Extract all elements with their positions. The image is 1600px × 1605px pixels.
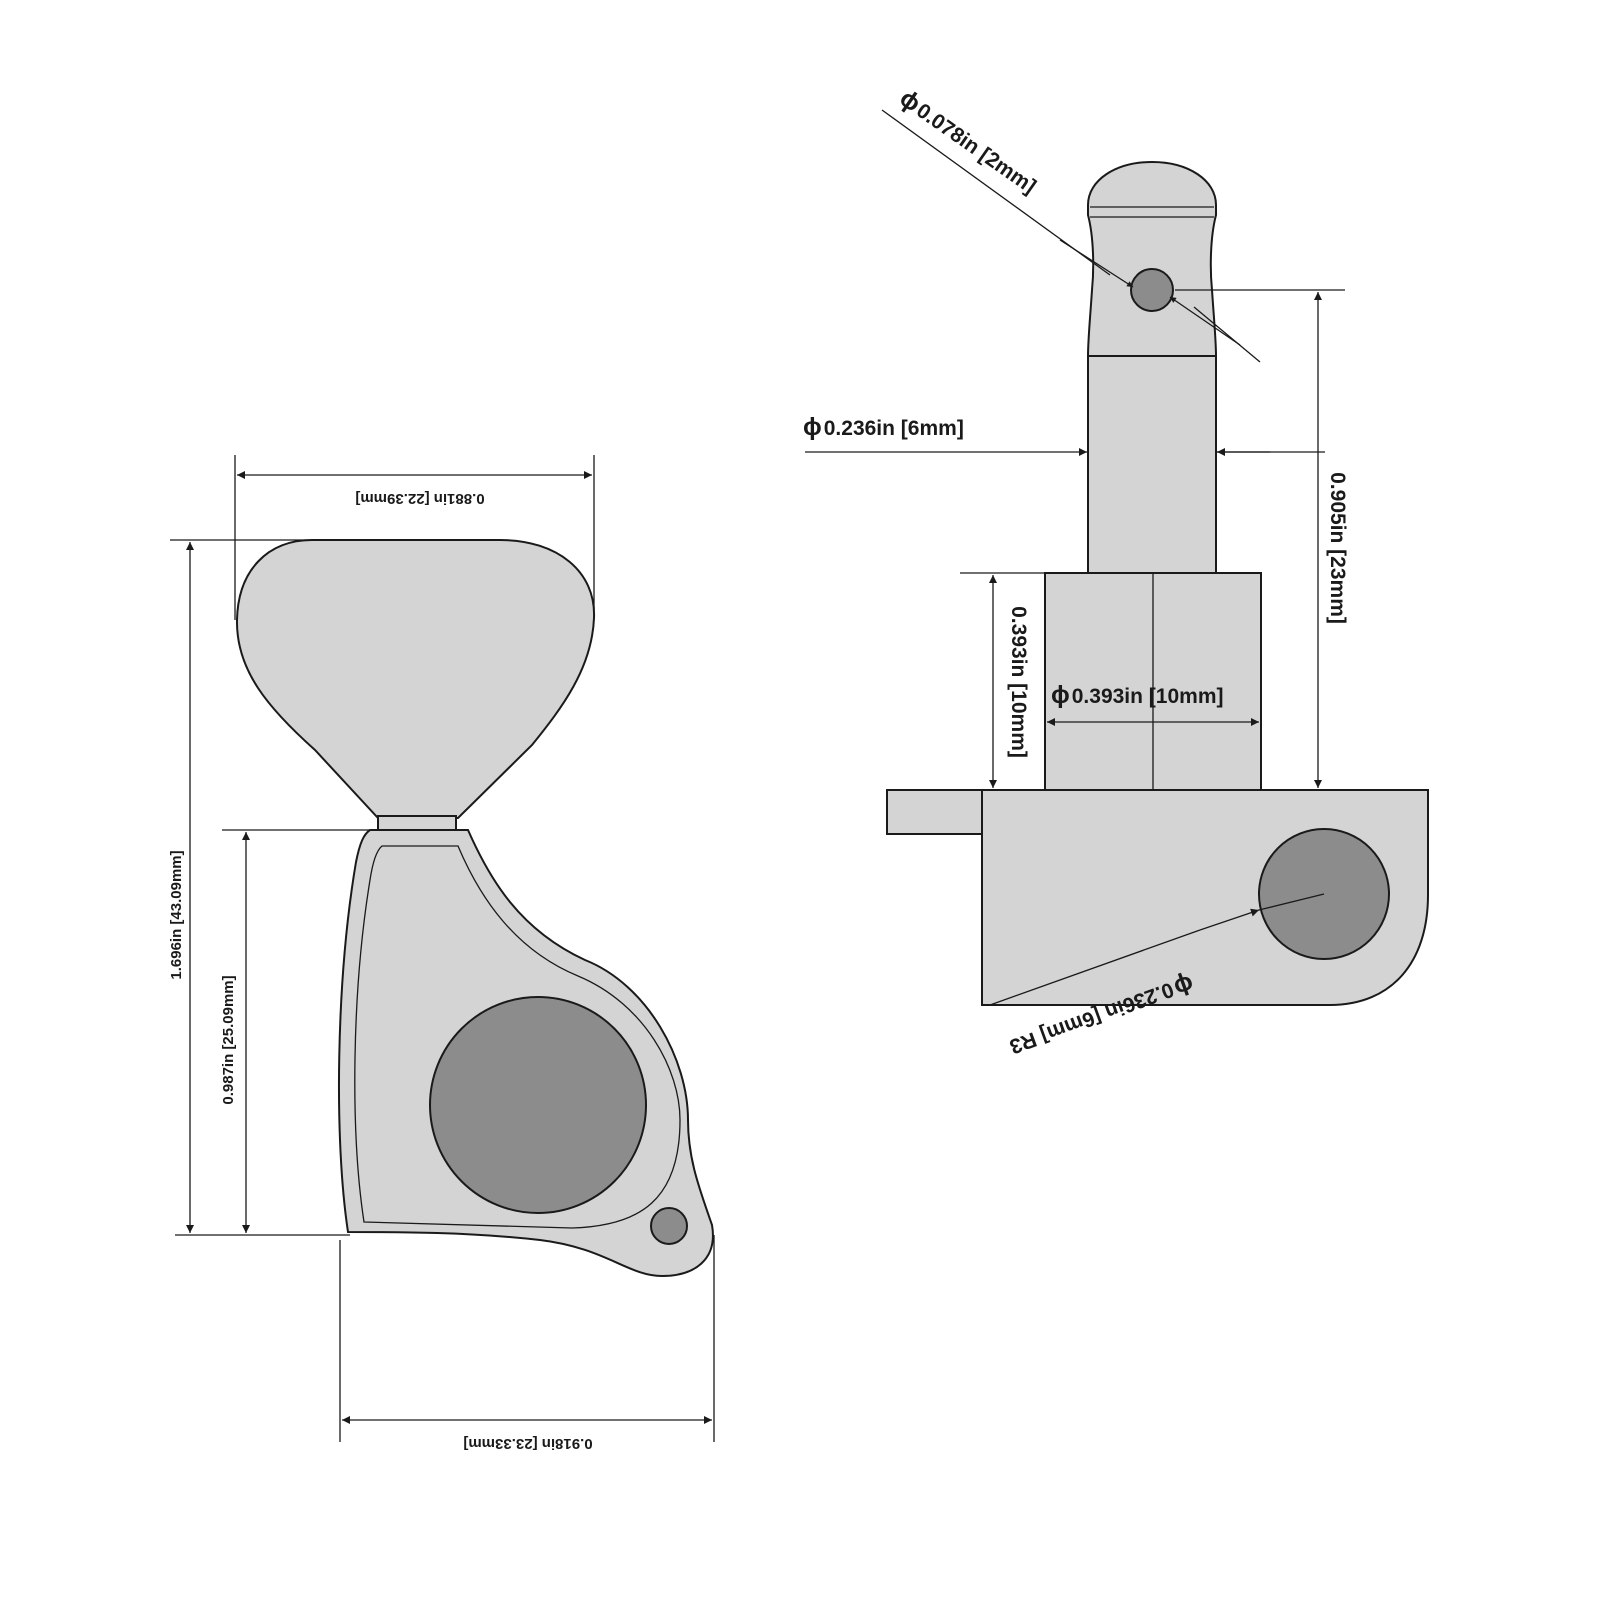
dimension-arrow xyxy=(1169,296,1241,346)
dim-total-height: 1.696in [43.09mm] xyxy=(168,850,185,979)
tuner-post xyxy=(1087,355,1217,574)
tuner-button xyxy=(235,539,596,819)
dimension-arrow xyxy=(1059,239,1134,288)
dimension-arrow xyxy=(1199,908,1260,931)
dim-post-diameter-value: 0.236in [6mm] xyxy=(824,417,964,440)
diameter-symbol: ϕ xyxy=(1051,681,1070,709)
front-view: 0.881in [22.39mm] 1.696in [43.09mm] 0.98… xyxy=(168,455,715,1452)
dim-string-hole-value: 0.078in [2mm] xyxy=(912,99,1040,198)
diameter-symbol: ϕ xyxy=(803,413,822,441)
leader-line xyxy=(989,929,1201,1006)
leader-line xyxy=(1193,306,1261,363)
button-neck xyxy=(377,815,457,831)
string-hole xyxy=(1130,268,1174,312)
gear-cover-disc xyxy=(429,996,647,1214)
post-cap xyxy=(1086,160,1218,357)
housing-inner-outline xyxy=(354,845,681,1229)
dim-housing-width: 0.918in [23.33mm] xyxy=(463,1435,592,1452)
dim-bushing-diameter-value: 0.393in [10mm] xyxy=(1072,685,1224,708)
dim-post-height: 0.905in [23mm] xyxy=(1326,472,1349,624)
dim-housing-height: 0.987in [25.09mm] xyxy=(220,975,237,1104)
dim-string-hole: ϕ0.078in [2mm] xyxy=(895,84,1043,199)
leader-line xyxy=(1258,893,1325,911)
housing-screw-hole xyxy=(650,1207,688,1245)
side-view: ϕ0.078in [2mm] ϕ0.236in [6mm] 0.905in [2… xyxy=(803,84,1429,1058)
dim-post-diameter: ϕ0.236in [6mm] xyxy=(803,413,964,441)
dim-button-width: 0.881in [22.39mm] xyxy=(355,490,484,507)
dim-bushing-height: 0.393in [10mm] xyxy=(1007,606,1030,758)
dim-bushing-diameter: ϕ0.393in [10mm] xyxy=(1051,681,1224,709)
